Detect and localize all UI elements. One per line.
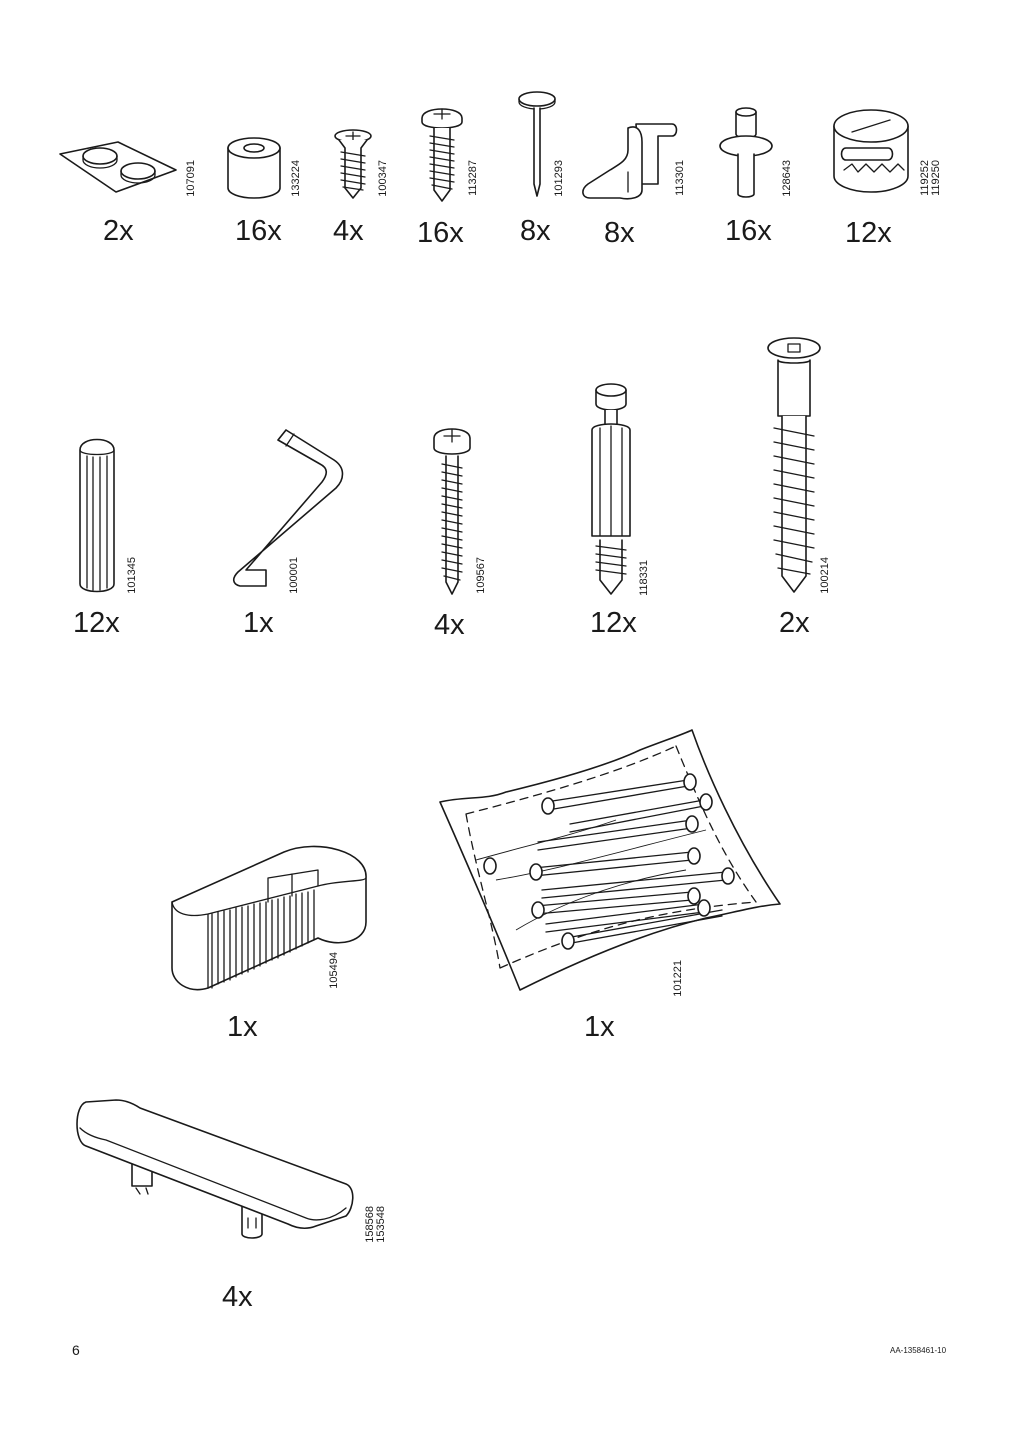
part-handle: [76, 1098, 356, 1248]
handle-icon: [76, 1099, 354, 1239]
part-screw-small: [333, 128, 373, 200]
nail-icon: [518, 91, 556, 197]
part-code: 101293: [553, 160, 565, 197]
connector-bolt-icon: [591, 383, 631, 595]
document-id: AA-1358461-10: [890, 1346, 947, 1355]
part-quantity: 8x: [520, 215, 551, 247]
part-quantity: 1x: [227, 1011, 258, 1043]
part-code: 100214: [819, 557, 831, 594]
part-quantity: 4x: [434, 609, 465, 641]
part-code: 105494: [328, 952, 340, 989]
part-quantity: 12x: [73, 607, 120, 639]
spacer-ring-icon: [227, 137, 281, 199]
part-code: 128643: [781, 160, 793, 197]
part-cam-lock: [830, 106, 912, 198]
part-spacer-ring: [226, 136, 286, 200]
part-code: 101345: [126, 557, 138, 594]
cam-lock-icon: [833, 109, 909, 193]
part-code: 100347: [377, 160, 389, 197]
part-code: 113301: [674, 160, 686, 196]
part-wood-dowel: [76, 436, 120, 596]
part-code: 113287: [467, 160, 479, 196]
screw-icon: [334, 129, 372, 199]
part-quantity: 4x: [222, 1281, 253, 1313]
part-code: 107091: [185, 160, 197, 197]
part-code: 100001: [288, 557, 300, 594]
shelf-pin-icon: [719, 107, 773, 198]
part-connector-bolt: [586, 382, 636, 596]
part-quantity: 4x: [333, 215, 364, 247]
screw-icon: [767, 337, 821, 593]
nail-bag-icon: [439, 729, 781, 991]
part-quantity: 2x: [779, 607, 810, 639]
part-nail-bag: [436, 729, 782, 992]
part-screw-pan: [420, 106, 464, 202]
part-allen-key: [204, 424, 354, 594]
part-shelf-pin: [718, 104, 778, 200]
part-shelf-support: [580, 120, 690, 204]
part-door-stopper: [168, 822, 374, 992]
screw-icon: [421, 108, 463, 202]
felt-pads-icon: [59, 141, 177, 193]
page-number: 6: [72, 1342, 80, 1358]
part-nail: [517, 90, 557, 198]
part-felt-pads: [58, 138, 178, 198]
part-quantity: 16x: [725, 215, 772, 247]
part-quantity: 12x: [590, 607, 637, 639]
part-code: 101221: [672, 960, 684, 997]
part-long-screw: [766, 336, 826, 596]
wood-dowel-icon: [79, 438, 115, 593]
part-code: 118331: [638, 560, 650, 596]
door-stopper-icon: [171, 845, 367, 991]
part-wood-screw: [430, 426, 474, 596]
shelf-support-icon: [582, 123, 678, 200]
part-quantity: 8x: [604, 217, 635, 249]
allen-key-icon: [232, 429, 344, 587]
screw-icon: [433, 428, 471, 595]
part-quantity: 16x: [417, 217, 464, 249]
part-quantity: 1x: [243, 607, 274, 639]
part-quantity: 16x: [235, 215, 282, 247]
part-code: 109567: [475, 557, 487, 594]
part-quantity: 2x: [103, 215, 134, 247]
part-code: 133224: [290, 160, 302, 197]
part-quantity: 12x: [845, 217, 892, 249]
part-quantity: 1x: [584, 1011, 615, 1043]
